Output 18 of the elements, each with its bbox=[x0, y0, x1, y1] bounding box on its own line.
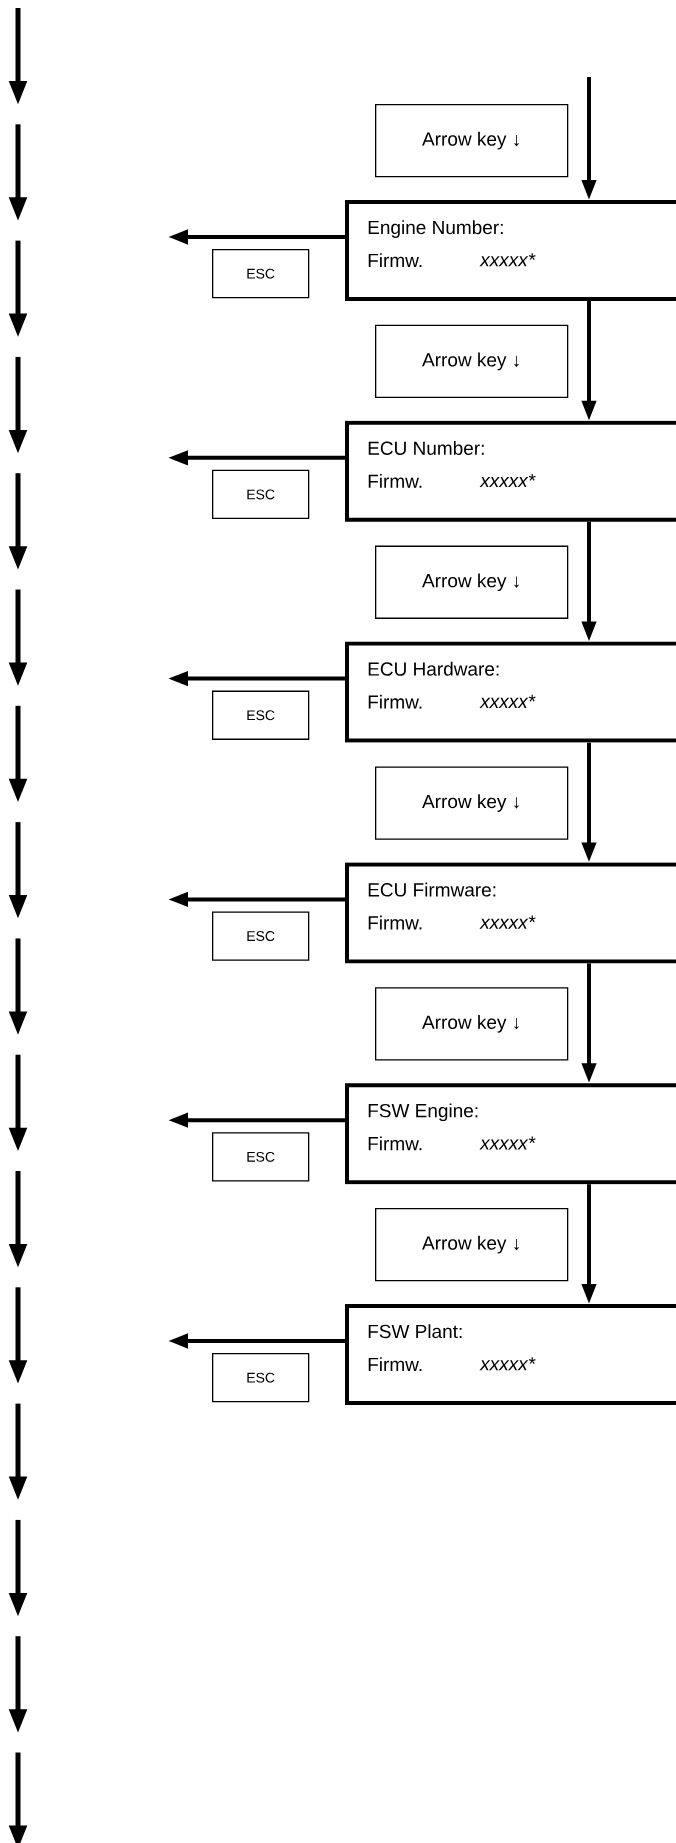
display-box: Engine Number: Firmw. xxxxx* bbox=[345, 200, 676, 301]
key-label-box: ESC bbox=[212, 911, 310, 961]
key-label-box: Arrow key ↓ bbox=[375, 766, 569, 840]
display-box: ECU Number: Firmw. xxxxx* bbox=[345, 420, 676, 522]
key-label-box: Arrow key ↓ bbox=[375, 545, 569, 619]
key-label-box: ESC bbox=[212, 1353, 310, 1403]
display-box: ECU Firmware: Firmw. xxxxx* bbox=[345, 862, 676, 964]
key-label-box: ESC bbox=[212, 249, 310, 299]
key-label-box: ESC bbox=[212, 690, 310, 740]
key-label-box: Arrow key ↓ bbox=[375, 104, 569, 178]
key-label-box: Arrow key ↓ bbox=[375, 324, 569, 399]
display-box: FSW Plant: Firmw. xxxxx* bbox=[345, 1304, 676, 1405]
display-box: ECU Hardware: Firmw. xxxxx* bbox=[345, 641, 676, 743]
key-label-box: ESC bbox=[212, 1132, 310, 1182]
key-label-box: Arrow key ↓ bbox=[375, 1208, 569, 1282]
display-box: FSW Engine: Firmw. xxxxx* bbox=[345, 1083, 676, 1185]
key-label-box: Arrow key ↓ bbox=[375, 987, 569, 1061]
key-label-box: ESC bbox=[212, 469, 310, 520]
